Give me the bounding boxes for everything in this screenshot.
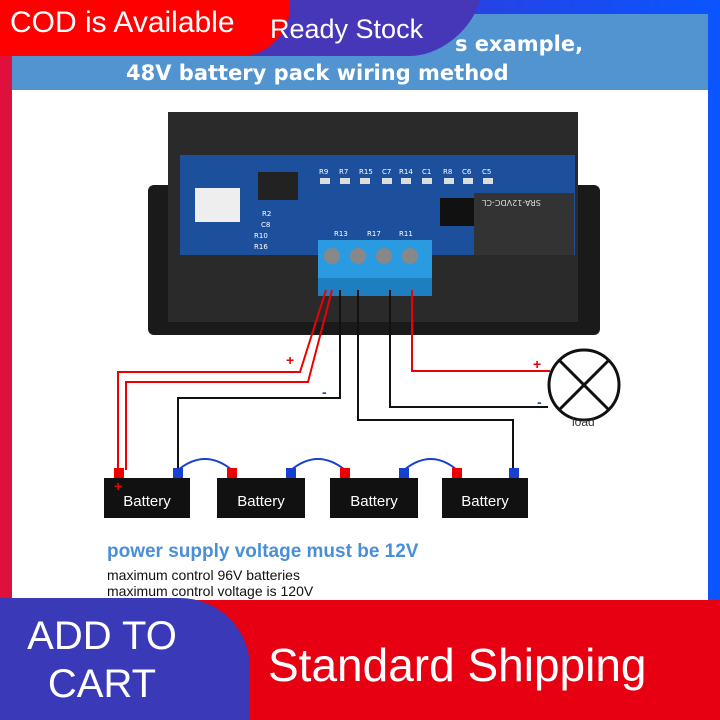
pcb-label-c5: C5 [482,168,492,176]
connector [195,188,240,222]
diagram-title-line2: 48V battery pack wiring method [126,61,509,85]
wire-positive-a [117,289,327,470]
pcb-label-c6: C6 [462,168,472,176]
note-line1: maximum control 96V batteries [107,567,300,583]
pcb-label-r2: R2 [262,210,272,218]
wire-load-negative [389,290,548,408]
cod-banner [0,0,290,56]
pcb-label-r10: R10 [254,232,268,240]
wire-minus-sign: - [322,384,327,400]
pcb-label-r13: R13 [334,230,348,238]
pcb-label-r17: R17 [367,230,381,238]
pcb-label-r16: R16 [254,243,268,251]
pcb-label-c7: C7 [382,168,392,176]
battery-2-label: Battery [237,493,285,510]
pcb-label-r14: R14 [399,168,413,176]
load-minus-sign: - [537,394,542,410]
pcb-label-r15: R15 [359,168,373,176]
relay-model-label: SRA-12VDC-CL [482,198,541,207]
wire-negative-battery [177,290,341,470]
battery-1-label: Battery [123,493,171,510]
pcb-label-r7: R7 [339,168,349,176]
cod-text: COD is Available [10,6,235,39]
pcb-label-r9: R9 [319,168,329,176]
relay [474,193,574,255]
pcb-label-c8: C8 [261,221,271,229]
add-to-cart-button[interactable] [0,598,250,720]
regulator [258,172,298,200]
load-plus-sign: + [533,356,542,372]
wire-positive-b [125,289,333,470]
note-heading: power supply voltage must be 12V [107,541,419,562]
load-lamp-icon [547,348,621,422]
pcb-label-r8: R8 [443,168,453,176]
add-to-cart-label[interactable]: ADD TO CART [27,614,177,706]
battery-3-label: Battery [350,493,398,510]
chip [440,198,474,226]
battery-plus-sign: + [114,478,123,494]
ready-stock-text: Ready Stock [270,14,424,44]
shipping-label: Standard Shipping [268,639,647,691]
wire-negative-return [357,290,514,470]
diagram-title-line1: s example, [455,32,584,56]
battery-chain [104,458,528,518]
load-label: load [572,415,595,429]
wire-load-positive [411,290,550,372]
note-line2: maximum control voltage is 120V [107,583,314,599]
wire-plus-sign: + [286,352,295,368]
pcb-label-r11: R11 [399,230,413,238]
battery-4-label: Battery [461,493,509,510]
pcb-label-c1: C1 [422,168,432,176]
